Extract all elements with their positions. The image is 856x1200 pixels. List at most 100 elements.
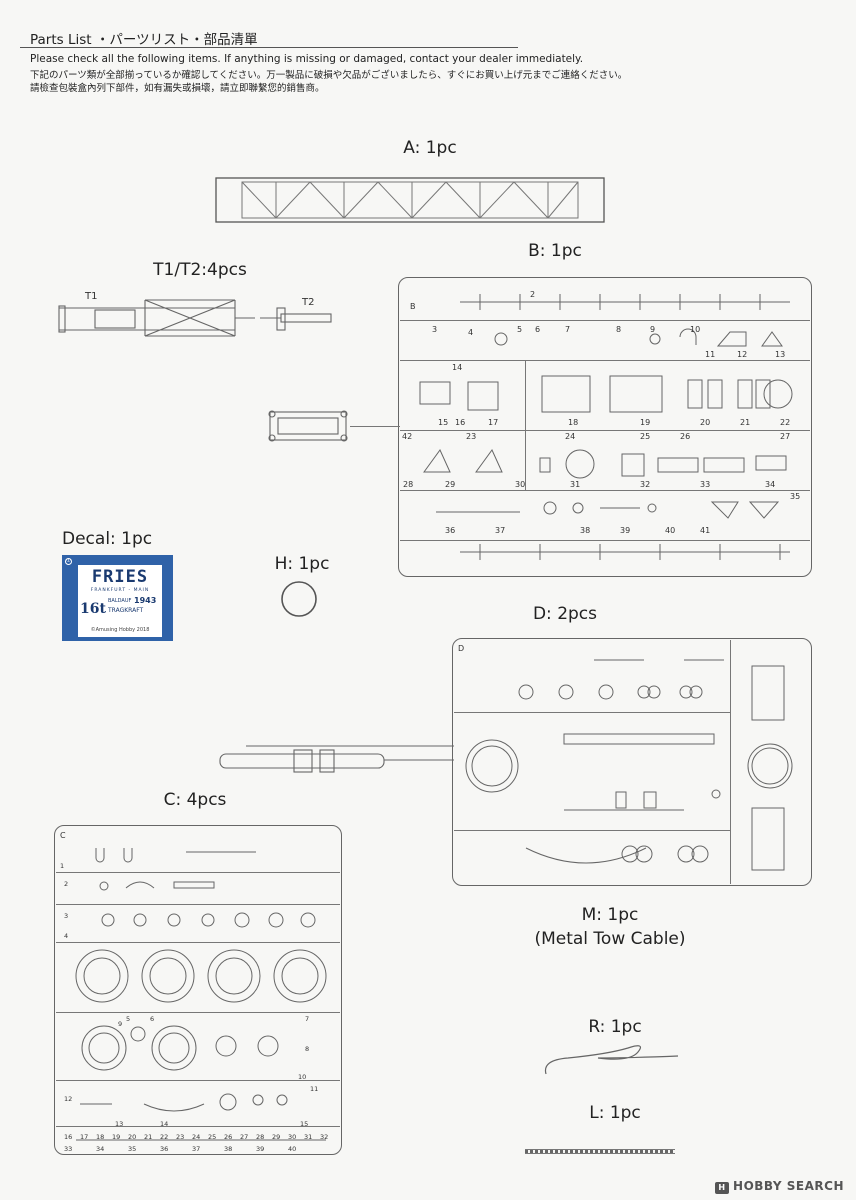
sprue-b-rail xyxy=(400,540,810,541)
sprue-c-rail xyxy=(56,1012,340,1013)
sprue-b-connector xyxy=(350,426,400,427)
sprue-b-part-number: 8 xyxy=(616,325,622,334)
sprue-c-frame xyxy=(54,825,342,1155)
sprue-d-parts-drawing xyxy=(465,659,793,871)
decal-sheet: ① FRIES FRANKFURT - MAIN 16t BALDAUF 194… xyxy=(62,555,173,641)
part-r-wire-drawing xyxy=(544,1045,679,1075)
sprue-b-part-number: 31 xyxy=(570,480,581,489)
part-m-description: (Metal Tow Cable) xyxy=(534,929,686,949)
sprue-b-part-number: 12 xyxy=(737,350,748,359)
sprue-b-part-number: 19 xyxy=(640,418,651,427)
sprue-b-part-number: 21 xyxy=(740,418,751,427)
title-divider xyxy=(20,47,518,48)
sprue-c-part-number: 3 xyxy=(64,912,69,920)
sprue-c-part-number: 33 xyxy=(64,1145,73,1153)
t1-label: T1 xyxy=(85,291,98,302)
hobby-search-logo-icon: H xyxy=(715,1182,730,1194)
sprue-d-rail xyxy=(454,712,730,713)
sprue-d-axle-drawing xyxy=(219,745,454,773)
sprue-c-part-number: 26 xyxy=(224,1133,233,1141)
sprue-b-rail xyxy=(400,490,810,491)
sprue-c-parts-drawing xyxy=(75,848,327,1141)
sprue-c-part-number: 31 xyxy=(304,1133,313,1141)
sprue-c-rail xyxy=(56,904,340,905)
sprue-b-part-number: 9 xyxy=(650,325,656,334)
sprue-b-part-number: 35 xyxy=(790,492,801,501)
sprue-b-part-number: B xyxy=(410,302,416,311)
sprue-b-part-number: 4 xyxy=(468,328,474,337)
sprue-b-part-number: 29 xyxy=(445,480,456,489)
sprue-c-part-number: 36 xyxy=(160,1145,169,1153)
sprue-b-part-number: 18 xyxy=(568,418,579,427)
sprue-c-part-number: 16 xyxy=(64,1133,73,1141)
sprue-b-part-number: 20 xyxy=(700,418,711,427)
sprue-b-part-number: 24 xyxy=(565,432,576,441)
decal-credit: ©Amusing Hobby 2018 xyxy=(90,627,150,633)
sprue-c-part-number: 6 xyxy=(150,1015,155,1023)
sprue-b-part-number: 10 xyxy=(690,325,701,334)
sprue-c-part-number: 10 xyxy=(298,1073,307,1081)
sprue-b-part-number: 42 xyxy=(402,432,413,441)
sprue-b-parts-drawing xyxy=(419,294,793,560)
sprue-c-part-number: 24 xyxy=(192,1133,201,1141)
sprue-c-part-number: 23 xyxy=(176,1133,185,1141)
decal-city: FRANKFURT - MAIN xyxy=(90,588,150,593)
sprue-c-part-number: 15 xyxy=(300,1120,309,1128)
sprue-b-part-number: 28 xyxy=(403,480,414,489)
sprue-b-part-number: 26 xyxy=(680,432,691,441)
sprue-c-rail xyxy=(56,1080,340,1081)
sprue-c-part-number: 8 xyxy=(305,1045,310,1053)
sprue-b-part-number: 27 xyxy=(780,432,791,441)
sprue-c-part-number: 39 xyxy=(256,1145,265,1153)
sprue-c-part-number: 5 xyxy=(126,1015,131,1023)
sprue-b-frame xyxy=(398,277,812,577)
sprue-c-part-number: 34 xyxy=(96,1145,105,1153)
sprue-c-part-number: 20 xyxy=(128,1133,137,1141)
sprue-c-part-number: 11 xyxy=(310,1085,319,1093)
sprue-b-part-number: 25 xyxy=(640,432,651,441)
part-t-jib-drawing xyxy=(58,299,332,337)
sprue-b-part-number: 39 xyxy=(620,526,631,535)
sprue-d-frame xyxy=(452,638,812,886)
sprue-b-part-number: 23 xyxy=(466,432,477,441)
sprue-b-part-number: 36 xyxy=(445,526,456,535)
decal-label: Decal: 1pc xyxy=(62,529,153,549)
t2-label: T2 xyxy=(302,297,315,308)
part-t-label: T1/T2:4pcs xyxy=(153,260,247,280)
sprue-b-part-number: 38 xyxy=(580,526,591,535)
sprue-c-part-number: 35 xyxy=(128,1145,137,1153)
sprue-c-rail xyxy=(56,1126,340,1127)
sprue-c-letter: C xyxy=(60,831,66,840)
sprue-c-part-number: 7 xyxy=(305,1015,310,1023)
decal-brand: FRIES xyxy=(91,567,149,587)
instruction-english: Please check all the following items. If… xyxy=(30,53,584,65)
sprue-b-part-number: 6 xyxy=(535,325,541,334)
part-l-label: L: 1pc xyxy=(589,1103,641,1123)
sprue-b-rail xyxy=(400,360,810,361)
sprue-c-part-number: 25 xyxy=(208,1133,217,1141)
sprue-c-part-number: 32 xyxy=(320,1133,329,1141)
part-c-label: C: 4pcs xyxy=(163,790,227,810)
decal-sheet-inner: FRIES FRANKFURT - MAIN 16t BALDAUF 1943 … xyxy=(78,565,162,637)
sprue-c-part-number: 14 xyxy=(160,1120,169,1128)
sprue-b-part-number: 7 xyxy=(565,325,571,334)
sprue-b-part-number: 40 xyxy=(665,526,676,535)
sprue-c-part-number: 9 xyxy=(118,1020,123,1028)
sprue-c-part-number: 37 xyxy=(192,1145,201,1153)
sprue-d-rail xyxy=(730,640,731,884)
part-a-boom-drawing xyxy=(215,177,605,223)
sprue-b-part-number: 22 xyxy=(780,418,791,427)
part-r-label: R: 1pc xyxy=(588,1017,642,1037)
decal-tonnage: 16t xyxy=(80,601,106,617)
sprue-c-part-number: 12 xyxy=(64,1095,73,1103)
sprue-b-rail xyxy=(400,430,810,431)
sprue-b-part-number: 14 xyxy=(452,363,463,372)
sprue-d-letter: D xyxy=(458,644,465,653)
sprue-c-part-number: 22 xyxy=(160,1133,169,1141)
part-a-label: A: 1pc xyxy=(403,138,457,158)
part-h-label: H: 1pc xyxy=(274,554,330,574)
sprue-c-part-number: 19 xyxy=(112,1133,121,1141)
decal-maker: BALDAUF xyxy=(108,598,132,604)
sprue-c-part-number: 21 xyxy=(144,1133,153,1141)
sprue-c-part-number: 40 xyxy=(288,1145,297,1153)
